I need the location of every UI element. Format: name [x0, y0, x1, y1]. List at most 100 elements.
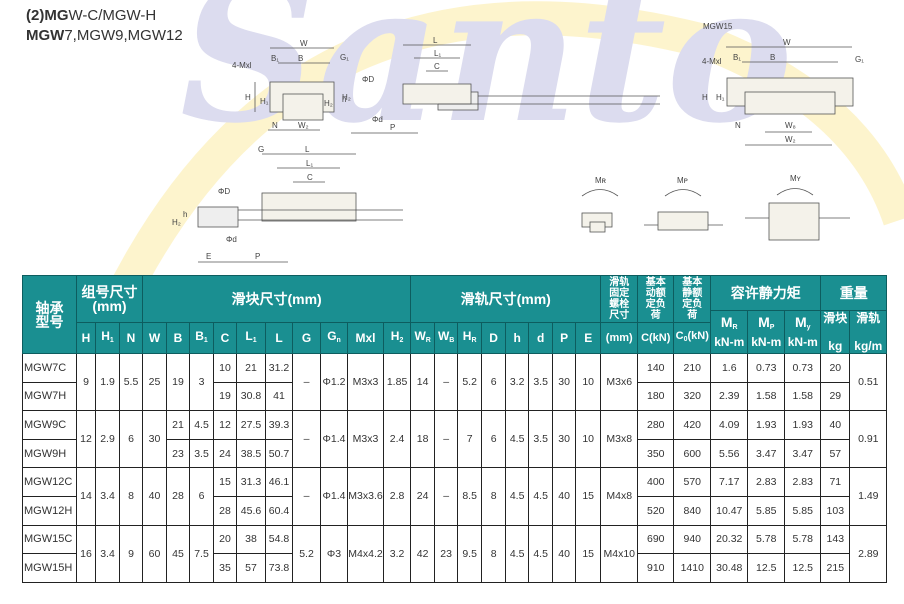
cell-hr: 9.5 — [457, 524, 483, 583]
column-header: d — [528, 322, 554, 354]
dim-label: N — [272, 121, 278, 130]
cell-cdyn: 520 — [637, 495, 675, 526]
dim-label: C — [307, 173, 313, 182]
column-header-label: W — [437, 328, 450, 343]
cell-my: 1.58 — [784, 381, 822, 412]
cell-l1: 30.8 — [236, 381, 266, 412]
cell-h2: 2.4 — [382, 410, 412, 469]
cell-mr: 30.48 — [710, 553, 749, 583]
cell-my: 5.85 — [784, 495, 822, 526]
cell-p: 30 — [552, 410, 577, 469]
cell-b1: 3 — [189, 352, 214, 412]
cell-cdyn: 400 — [637, 467, 675, 497]
dim-label: L₁ — [434, 49, 441, 58]
cell-mr: 5.56 — [710, 438, 749, 469]
cell-e: 10 — [575, 410, 602, 469]
dim-label: ΦD — [362, 75, 374, 84]
cell-gn: Φ1.4 — [320, 467, 348, 526]
side-view-top: L L₁ C ΦD H₂ h Φd P — [324, 36, 660, 134]
dim-label: P — [255, 252, 260, 261]
cell-mr: 20.32 — [710, 524, 749, 555]
cell-model: MGW7C — [22, 353, 77, 383]
dim-label: H₁ — [716, 93, 725, 102]
column-header: G — [292, 322, 321, 354]
cell-l: 31.2 — [265, 353, 293, 383]
column-header: C — [213, 322, 237, 354]
cell-l: 41 — [265, 381, 293, 412]
header-moment: 容许静力矩 — [710, 275, 822, 311]
title-line1: W-C/MGW-H — [68, 7, 157, 24]
cell-n: 6 — [119, 410, 143, 469]
moment-label: Mʏ — [790, 174, 802, 183]
header-weight-block-unit: kg — [828, 339, 843, 353]
spec-table: 轴承型号 组号尺寸(mm) 滑块尺寸(mm) 滑轨尺寸(mm) 滑轨固定螺栓尺寸… — [22, 275, 888, 583]
cell-n: 9 — [119, 524, 143, 583]
cell-h: 9 — [76, 352, 96, 412]
dim-label: W₈ — [785, 121, 796, 130]
column-header: WR — [410, 322, 436, 354]
cell-gn: Φ1.2 — [320, 352, 348, 412]
column-header: B — [166, 322, 190, 354]
cell-c: 35 — [213, 553, 237, 583]
cell-g: – — [292, 467, 321, 526]
column-header-sub: 2 — [399, 336, 404, 344]
cell-d: 3.5 — [528, 410, 554, 469]
column-header: L — [265, 322, 293, 354]
mgw15-caption: MGW15 — [703, 22, 733, 31]
cell-h: 14 — [76, 467, 96, 526]
cell-n: 5.5 — [119, 352, 143, 412]
header-mp-unit: kN-m — [751, 335, 782, 349]
cell-mr: 2.39 — [710, 381, 749, 412]
cell-my: 0.73 — [784, 353, 822, 383]
dim-label: B — [298, 54, 303, 63]
cell-model: MGW15H — [22, 553, 77, 583]
cell-b: 28 — [166, 467, 190, 526]
column-header: C(kN) — [637, 322, 675, 354]
cell-g: – — [292, 410, 321, 469]
column-header: WB — [434, 322, 459, 354]
title-line2: 7,MGW9,MGW12 — [64, 27, 183, 44]
cell-cdyn: 350 — [637, 438, 675, 469]
header-mr-sub: R — [732, 324, 738, 331]
column-header-label: h — [513, 331, 521, 345]
column-header-sub: R — [471, 336, 477, 344]
cell-mp: 0.73 — [747, 353, 786, 383]
page-title: (2)MGW-C/MGW-H MGW7,MGW9,MGW12 — [26, 6, 183, 46]
cell-mp: 1.93 — [747, 410, 786, 440]
cell-c: 24 — [213, 438, 237, 469]
column-header-sub: B — [449, 336, 455, 344]
cell-bolt: M3x6 — [600, 352, 639, 412]
cell-model: MGW12C — [22, 467, 77, 497]
dim-label: B — [770, 53, 775, 62]
column-header-suffix: (kN) — [687, 330, 709, 342]
header-weight-rail-unit: kg/m — [854, 339, 883, 353]
technical-drawings: W B₁ B G₁ 4-Mxl H H₁ H₂ N W₂ L L₁ C ΦD H… — [172, 22, 864, 263]
moment-label: Mʀ — [595, 176, 607, 185]
column-header-label: D — [489, 331, 498, 345]
cell-e: 15 — [575, 467, 602, 526]
column-header-label: G — [327, 328, 337, 343]
cell-wb: – — [434, 467, 459, 526]
side-view-bottom: G L L₁ C ΦD H₂ h Φd E P — [172, 145, 403, 263]
cell-g: 5.2 — [292, 524, 321, 583]
cell-c0: 600 — [673, 438, 712, 469]
cell-mr: 10.47 — [710, 495, 749, 526]
cell-wr: 18 — [410, 410, 436, 469]
cell-c0: 1410 — [673, 553, 712, 583]
cell-h1: 3.4 — [95, 467, 120, 526]
dim-label: W — [300, 39, 308, 48]
cell-h2: 1.85 — [382, 352, 412, 412]
column-header: Mxl — [347, 322, 384, 354]
column-header-label: W — [148, 331, 161, 345]
cell-w: 30 — [142, 410, 167, 469]
column-header-label: d — [536, 331, 545, 345]
cell-my: 1.93 — [784, 410, 822, 440]
cell-slider-kg: 29 — [820, 381, 851, 412]
header-mp-sub: P — [769, 324, 775, 331]
cell-mxi: M4x4.2 — [347, 524, 384, 583]
dim-label: E — [206, 252, 211, 261]
cell-bolt: M4x10 — [600, 524, 639, 583]
